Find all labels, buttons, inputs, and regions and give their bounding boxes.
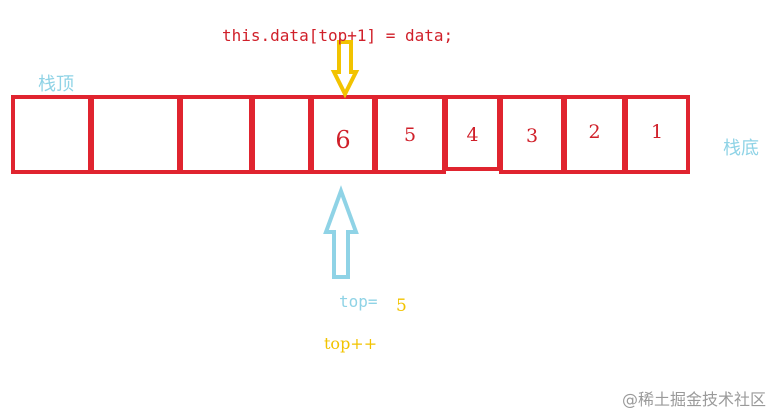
stack-cell-6-value: 5 xyxy=(403,124,417,146)
stack-cell-2 xyxy=(90,95,181,174)
stack-cell-10-value: 1 xyxy=(650,121,664,143)
stack-top-label: 栈顶 xyxy=(38,74,74,95)
stack-cell-10 xyxy=(624,95,690,174)
stack-array xyxy=(11,95,690,174)
code-label: this.data[top+1] = data; xyxy=(222,26,454,45)
stack-bottom-label: 栈底 xyxy=(723,138,759,159)
top-label: top= xyxy=(339,292,378,311)
stack-cell-8-value: 3 xyxy=(525,125,539,147)
stack-cell-4 xyxy=(251,95,312,174)
stack-cell-5-value: 6 xyxy=(335,126,351,154)
insert-position-arrow-icon xyxy=(330,40,360,99)
stack-cell-9-value: 2 xyxy=(588,121,601,143)
top-pointer-arrow-icon xyxy=(323,185,359,279)
stack-cell-7-value: 4 xyxy=(466,124,479,146)
stack-cell-3 xyxy=(179,95,253,174)
stack-cell-1 xyxy=(11,95,92,174)
top-increment-label: top++ xyxy=(324,334,378,353)
watermark: @稀土掘金技术社区 xyxy=(622,390,767,409)
top-value: 5 xyxy=(396,296,407,316)
